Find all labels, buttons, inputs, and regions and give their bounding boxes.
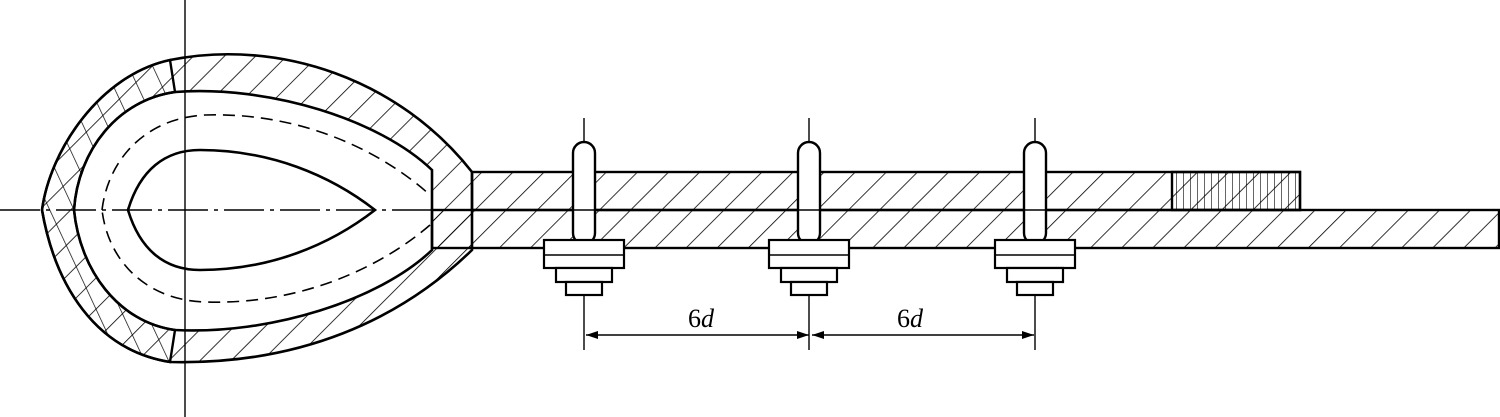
rope-strand-end-wrap bbox=[1170, 170, 1302, 212]
rope-strands bbox=[430, 170, 1500, 250]
clip-saddle bbox=[542, 238, 626, 270]
clip-bolt-end bbox=[564, 280, 604, 297]
clip-nut bbox=[554, 266, 614, 284]
clip-u-bolt bbox=[796, 140, 822, 246]
clip-u-bolt bbox=[1022, 140, 1048, 246]
clip-bolt-end bbox=[1015, 280, 1055, 297]
rope-clip-2 bbox=[767, 118, 851, 350]
rope-clip-3 bbox=[993, 118, 1077, 350]
dimension-label-1: 6d bbox=[688, 304, 715, 333]
clip-bolt-end bbox=[789, 280, 829, 297]
dimension-label-2: 6d bbox=[897, 304, 924, 333]
clip-saddle bbox=[993, 238, 1077, 270]
rope-clips bbox=[542, 118, 1077, 350]
thimble bbox=[40, 53, 474, 364]
rope-centerline-dashed bbox=[101, 114, 431, 303]
clip-saddle bbox=[767, 238, 851, 270]
clip-nut bbox=[1005, 266, 1065, 284]
rope-clip-1 bbox=[542, 118, 626, 350]
clip-nut bbox=[779, 266, 839, 284]
clip-u-bolt bbox=[571, 140, 597, 246]
